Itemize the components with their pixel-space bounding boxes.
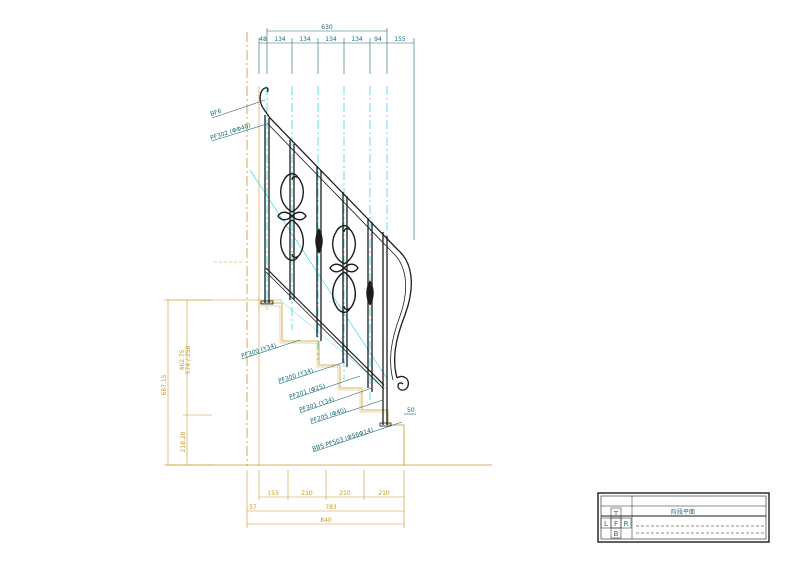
dim-vertical-lower: 218.28 <box>180 431 187 452</box>
view-letter-left: L <box>604 520 608 528</box>
dim-segment-5: 134 <box>351 36 363 43</box>
base-plate <box>379 422 392 427</box>
view-letter-front: F <box>614 520 618 528</box>
callout-pf503: BB5 PF503 (Φ56Φ14) <box>311 427 374 453</box>
handrail-bottom-scroll <box>396 375 409 391</box>
drawing-name: 阶段平面 <box>671 508 695 516</box>
callout-pf201: PF201 (Φ25) <box>288 383 326 401</box>
dim-vertical-total: 687.15 <box>161 374 168 395</box>
top-dimension-lines <box>258 28 415 240</box>
view-letter-top: T <box>613 510 619 518</box>
dim-subtotal: 783 <box>325 504 337 511</box>
dim-step-4: 210 <box>378 490 390 497</box>
view-letter-right: R <box>624 520 629 528</box>
dim-step-1: 153 <box>267 490 279 497</box>
dim-left-offset: 57 <box>249 504 257 511</box>
callout-leaders-right <box>278 361 403 453</box>
handrail <box>262 107 412 379</box>
view-letter-bottom: B <box>614 530 619 538</box>
dim-step-2: 210 <box>301 490 313 497</box>
callout-pf205: PF205 (Φ40) <box>309 407 347 425</box>
ornament-scroll-right <box>329 225 359 313</box>
dim-step-3: 210 <box>339 490 351 497</box>
dim-segment-7: 155 <box>394 36 406 43</box>
railing <box>259 87 412 427</box>
dim-segment-4: 134 <box>325 36 337 43</box>
dim-vertical-upper: 462.75 <box>179 349 186 370</box>
title-block <box>597 492 770 543</box>
dim-overall-bottom: 840 <box>320 517 332 524</box>
dim-overall-top: 630 <box>321 24 333 31</box>
callout-pf300-right: PF300 (Y34) <box>277 367 314 385</box>
leaf-ornament <box>366 280 374 306</box>
handrail-inner <box>267 123 406 381</box>
callout-leaders-left <box>211 99 301 360</box>
callout-pf302: PF302 (ΦΦ40) <box>209 122 251 142</box>
dim-segment-1: 48 <box>259 36 267 43</box>
leaf-ornament <box>315 228 323 254</box>
slope-guide <box>249 169 389 381</box>
ornament-scroll-left <box>277 173 307 261</box>
base-plate <box>260 300 274 305</box>
bottom-rail-inner <box>265 271 385 390</box>
bottom-dimension-lines <box>246 470 405 528</box>
vertical-dimension-lines <box>164 299 212 466</box>
bottom-rail <box>265 267 385 386</box>
stair-profile <box>259 302 405 465</box>
dim-segment-2: 134 <box>274 36 286 43</box>
dim-vertical-upper-b: 574 / 258 <box>185 345 192 374</box>
dim-segment-3: 134 <box>299 36 311 43</box>
stair-profile-inner <box>259 305 386 413</box>
dim-side-offset: 50 <box>407 407 415 414</box>
dim-segment-6: 94 <box>374 36 382 43</box>
handrail-top-scroll <box>259 87 269 109</box>
callout-bf6: BF6 <box>209 108 222 118</box>
